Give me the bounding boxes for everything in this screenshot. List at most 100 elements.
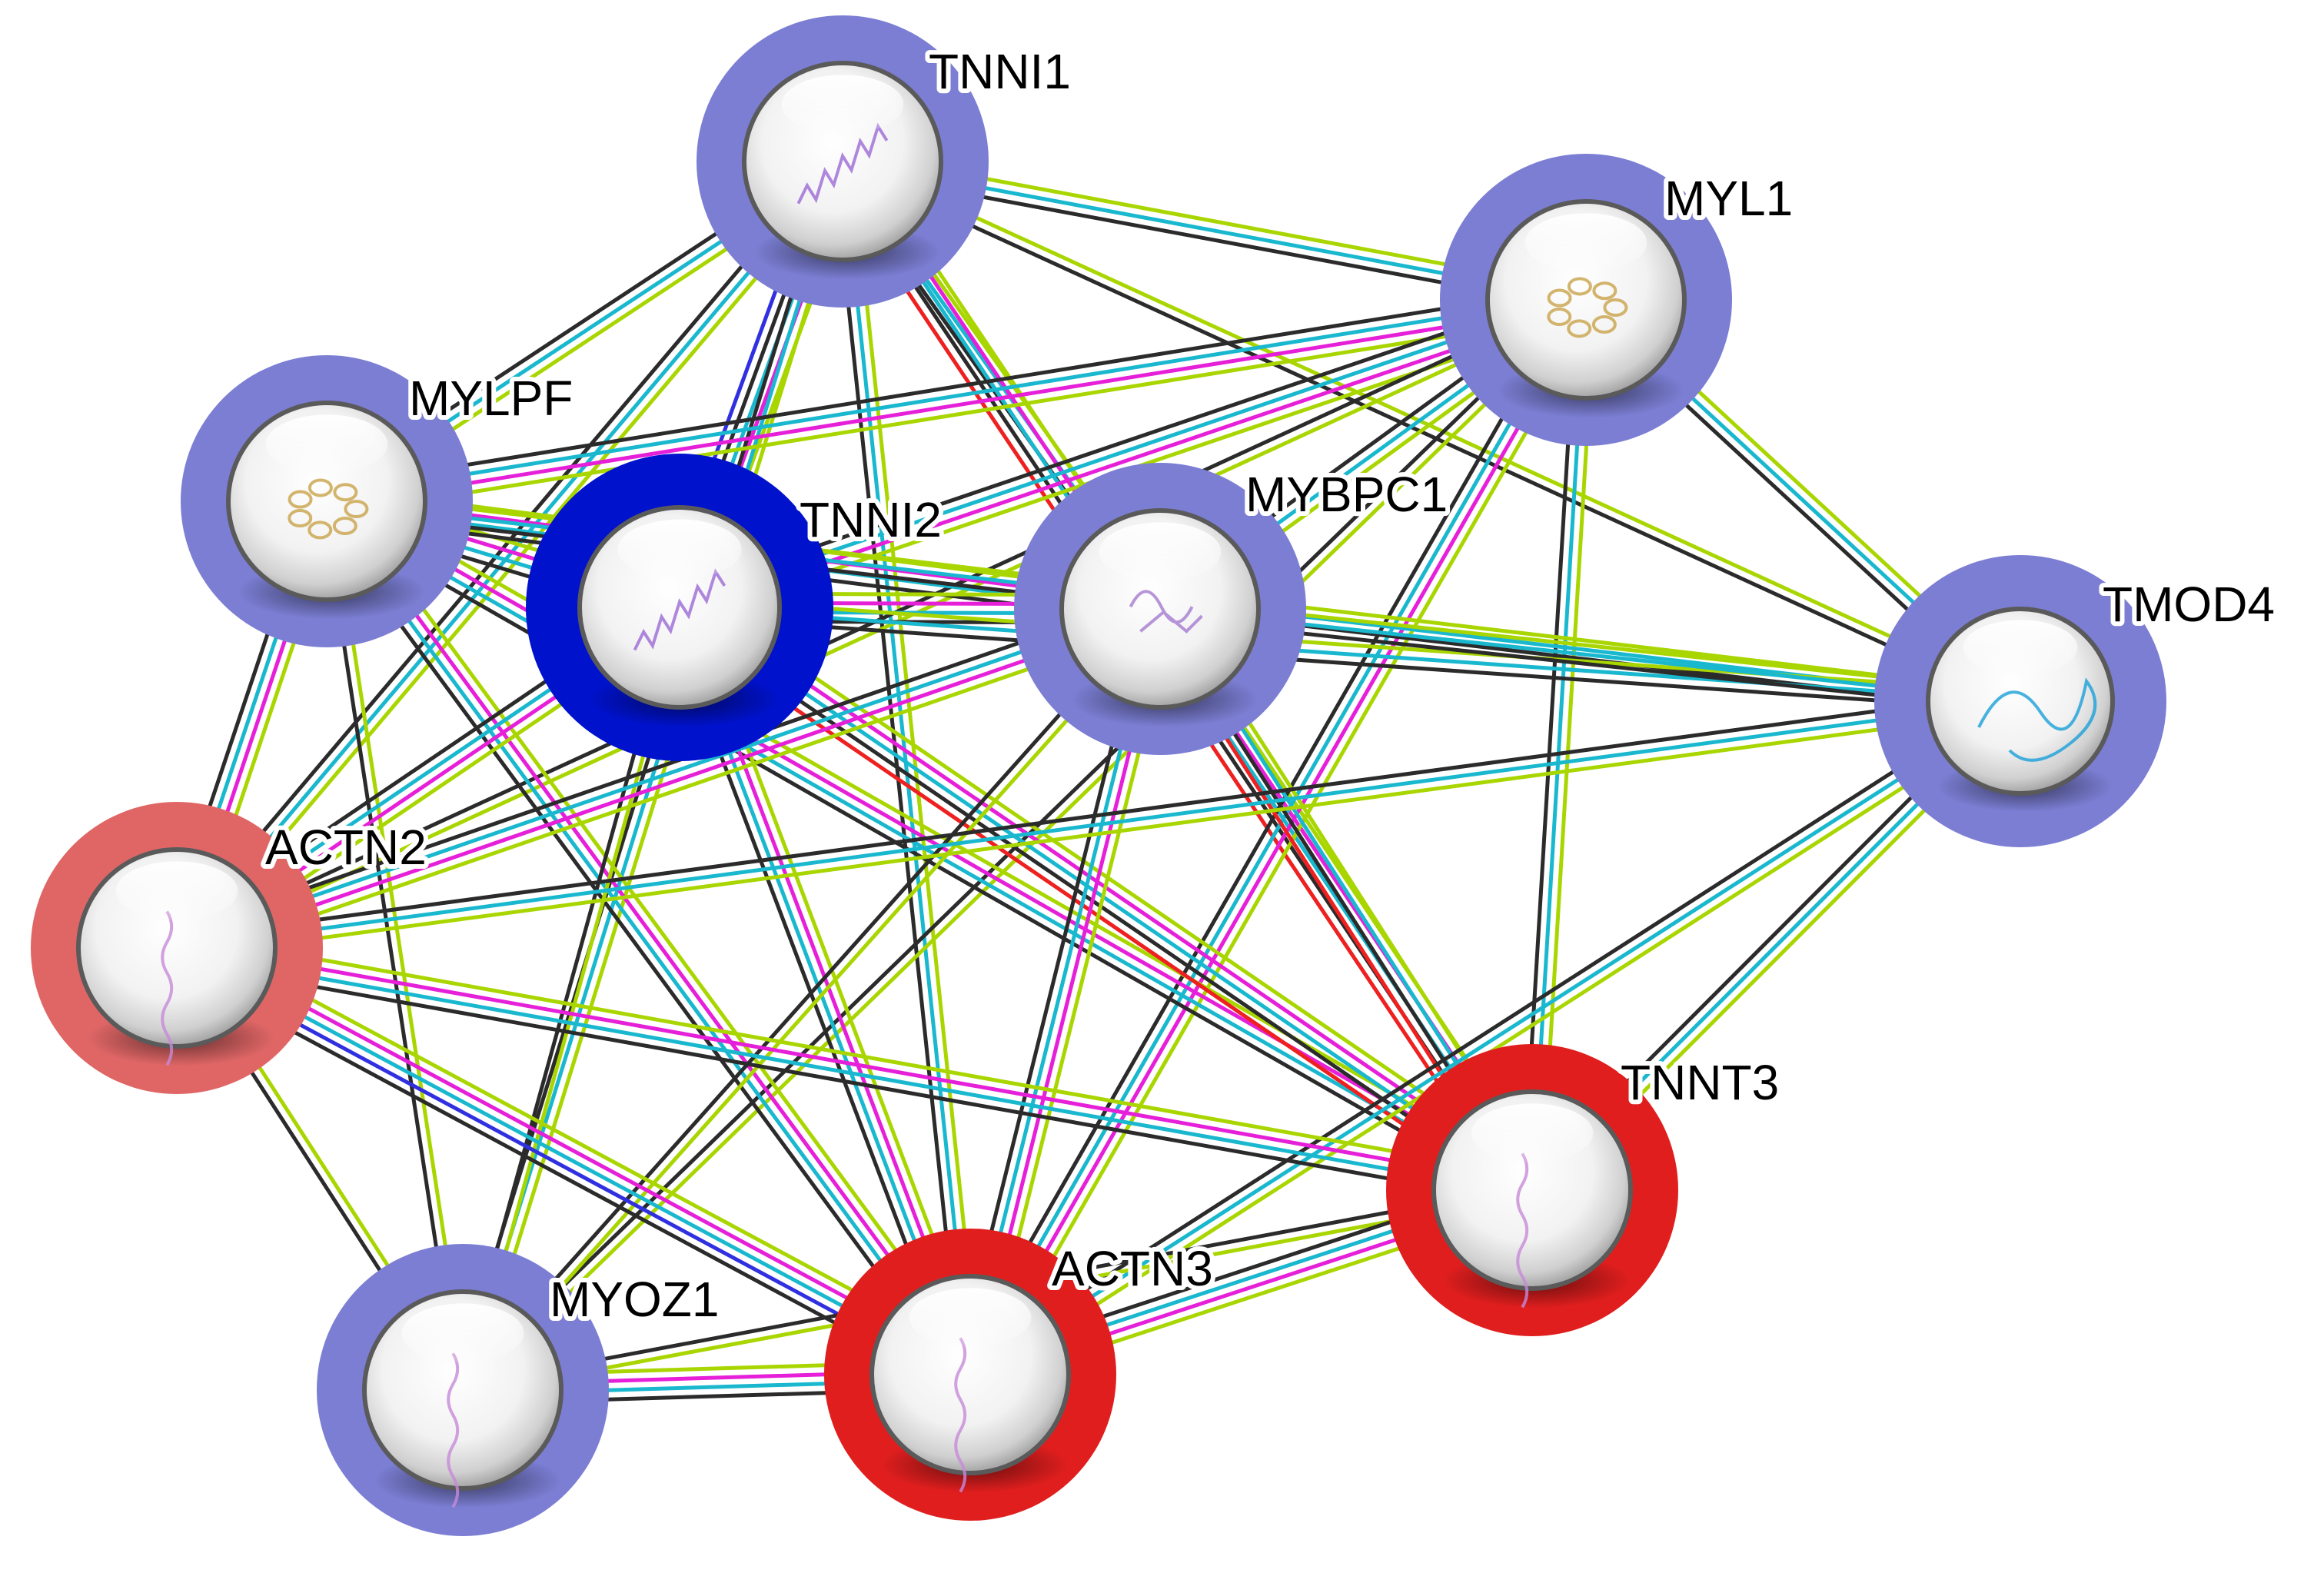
edge-myl1-tnnt3[interactable] [1521, 297, 1598, 1193]
edge-tnni1-tmod4[interactable] [839, 155, 2024, 707]
edge-line-textmining [980, 304, 1601, 1384]
node-actn2[interactable]: ACTN2 [31, 802, 431, 1094]
edge-line-textmining [176, 708, 2024, 959]
edge-line-database [322, 503, 1532, 1196]
edge-line-coexpression [170, 594, 1158, 937]
node-shine [781, 75, 904, 135]
edge-line-textmining [177, 932, 1537, 1179]
node-label: MYBPC1 [1245, 467, 1448, 522]
edge-line-textmining [464, 301, 1591, 1395]
node-shine [115, 861, 238, 921]
edge-actn2-actn3[interactable] [166, 930, 981, 1393]
edge-line-textmining [327, 311, 1591, 517]
edge-line-textmining [177, 301, 1591, 954]
edge-line-textmining [183, 930, 981, 1361]
node-label: MYOZ1 [550, 1272, 719, 1327]
edge-line-coexpression [963, 691, 2018, 1369]
edge-line-experimental [325, 302, 1589, 508]
edge-line-database [324, 293, 1588, 499]
coil-icon [161, 910, 174, 1066]
node-myoz1[interactable]: MYOZ1 [317, 1244, 723, 1536]
coil-icon [954, 1337, 967, 1493]
node-label: ACTN3 [1052, 1241, 1213, 1296]
node-label: MYLPF [409, 371, 573, 426]
edge-mybpc1-actn2[interactable] [170, 594, 1167, 963]
edge-line-coexpression [677, 614, 2022, 713]
edge-tmod4-actn2[interactable] [173, 690, 2024, 959]
edge-line-textmining [464, 610, 1165, 1395]
edge-line-textmining [842, 155, 2024, 700]
edge-line-database [964, 295, 1584, 1375]
edge-line-database [321, 502, 969, 1380]
edge-line-experimental [683, 597, 1540, 1185]
edge-line-coexpression [320, 500, 460, 1393]
node-tnni1[interactable]: TNNI1 [697, 15, 1076, 308]
edge-line-textmining [688, 590, 1545, 1177]
edge-line-textmining [335, 491, 983, 1369]
edge-line-coexpression [673, 284, 1584, 597]
edge-line-fusion [667, 620, 1524, 1208]
node-shine [1471, 1103, 1594, 1163]
node-label: TMOD4 [2103, 577, 2275, 632]
helix-icon [796, 122, 889, 205]
node-label: ACTN2 [265, 820, 427, 875]
node-tnnt3[interactable]: TNNT3 [1386, 1044, 1784, 1336]
edge-line-coexpression [322, 284, 1586, 490]
helix-icon [633, 568, 726, 651]
edge-line-experimental [179, 937, 977, 1369]
edge-line-database [173, 602, 1161, 946]
edge-myl1-mylpf[interactable] [322, 284, 1591, 517]
edge-line-coexpression [314, 507, 962, 1385]
edge-line-database [1530, 298, 1588, 1192]
edge-line-coexpression [172, 959, 1532, 1206]
edge-line-textmining [179, 620, 1167, 963]
edge-line-database [840, 159, 972, 1377]
node-shine [265, 414, 388, 474]
node-label: TNNI2 [800, 492, 942, 547]
edge-line-coexpression [173, 690, 2021, 941]
globular-icon [1547, 277, 1628, 338]
node-mybpc1[interactable]: MYBPC1 [1014, 462, 1452, 755]
edge-mylpf-actn3[interactable] [314, 491, 983, 1385]
node-shine [909, 1288, 1032, 1348]
edge-line-database [175, 159, 845, 950]
edge-line-textmining [181, 165, 852, 956]
edge-line-textmining [469, 162, 853, 1395]
node-shine [401, 1303, 524, 1363]
node-label: TNNI1 [929, 44, 1071, 99]
node-shine [1963, 620, 2078, 676]
edge-line-experimental [175, 941, 1535, 1188]
edge-line-textmining [972, 707, 2027, 1385]
edge-line-coexpression [956, 291, 1576, 1370]
edge-mylpf-myoz1[interactable] [320, 498, 470, 1393]
node-shine [617, 519, 742, 580]
node-actn3[interactable]: ACTN3 [824, 1229, 1218, 1521]
node-tmod4[interactable]: TMOD4 [1874, 555, 2279, 847]
edge-mybpc1-myoz1[interactable] [457, 604, 1165, 1395]
edge-line-experimental [972, 300, 1592, 1379]
edge-line-coexpression [1521, 297, 1579, 1192]
edge-line-experimental [328, 496, 976, 1374]
node-myl1[interactable]: MYL1 [1440, 154, 1797, 446]
node-mylpf[interactable]: MYLPF [181, 355, 577, 647]
edge-tmod4-actn3[interactable] [963, 691, 2027, 1385]
node-tnni2[interactable]: TNNI2 [526, 454, 946, 761]
edge-line-experimental [176, 611, 1164, 955]
edge-line-database [174, 950, 1534, 1197]
edge-line-coexpression [839, 163, 2021, 707]
edge-actn2-tnnt3[interactable] [172, 932, 1537, 1206]
edge-line-coexpression [457, 604, 1159, 1389]
sheet-icon [1129, 590, 1203, 634]
edge-myl1-actn3[interactable] [956, 291, 1601, 1384]
edge-line-cooccurrence [170, 954, 968, 1385]
edge-line-database [175, 699, 2023, 950]
edge-line-textmining [1539, 298, 1598, 1193]
coil-icon [447, 1352, 460, 1508]
edges-layer [161, 149, 2029, 1406]
node-shine [1524, 213, 1647, 273]
edge-line-coexpression [166, 962, 964, 1393]
node-shine [1099, 522, 1222, 582]
edge-line-database [968, 699, 2023, 1377]
